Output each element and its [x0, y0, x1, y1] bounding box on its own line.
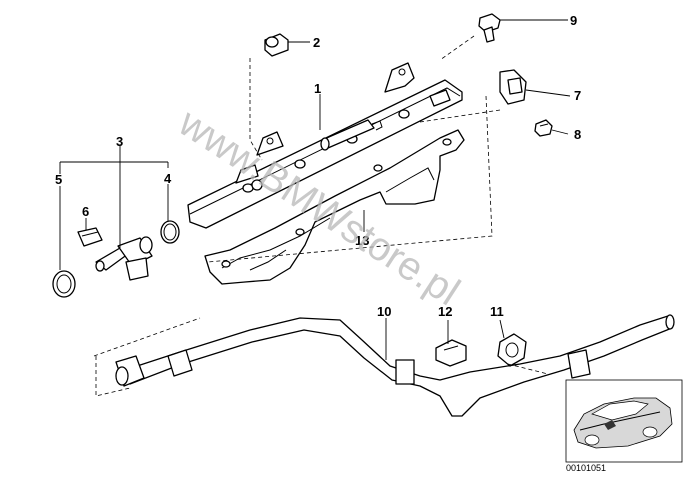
- retainer-part-11: [497, 333, 527, 367]
- callout-11: 11: [490, 304, 504, 319]
- injector-part-3: [95, 236, 153, 281]
- callout-4: 4: [164, 171, 172, 186]
- clip-part-7: [499, 69, 527, 105]
- o-ring-part-4: [160, 220, 180, 244]
- car-inset: [565, 379, 683, 463]
- clip-part-6: [77, 227, 103, 247]
- rail-bracket: [204, 129, 465, 285]
- fuel-rail: [187, 62, 463, 229]
- car-silhouette-icon: [573, 397, 673, 449]
- cap-part-2: [264, 33, 289, 57]
- callout-3: 3: [116, 134, 123, 149]
- callout-2: 2: [313, 35, 320, 50]
- callout-12: 12: [438, 304, 452, 319]
- screw-part-8: [534, 119, 553, 137]
- callout-9: 9: [570, 13, 577, 28]
- callout-6: 6: [82, 204, 89, 219]
- fuel-line-part-10: [115, 314, 675, 417]
- callout-10: 10: [377, 304, 391, 319]
- assembly-dashed-lines: [93, 35, 549, 397]
- leader-lines: [59, 19, 571, 360]
- o-ring-part-5: [52, 270, 76, 298]
- callout-13: 13: [355, 233, 369, 248]
- inset-code: 00101051: [566, 463, 606, 473]
- clamp-part-12: [435, 339, 467, 367]
- bolt-part-9: [478, 13, 501, 43]
- callouts: 1 2 3 4 5 6 7 8 9 10 11 12 13: [55, 13, 581, 319]
- callout-8: 8: [574, 127, 581, 142]
- callout-1: 1: [314, 81, 321, 96]
- callout-5: 5: [55, 172, 62, 187]
- callout-7: 7: [574, 88, 581, 103]
